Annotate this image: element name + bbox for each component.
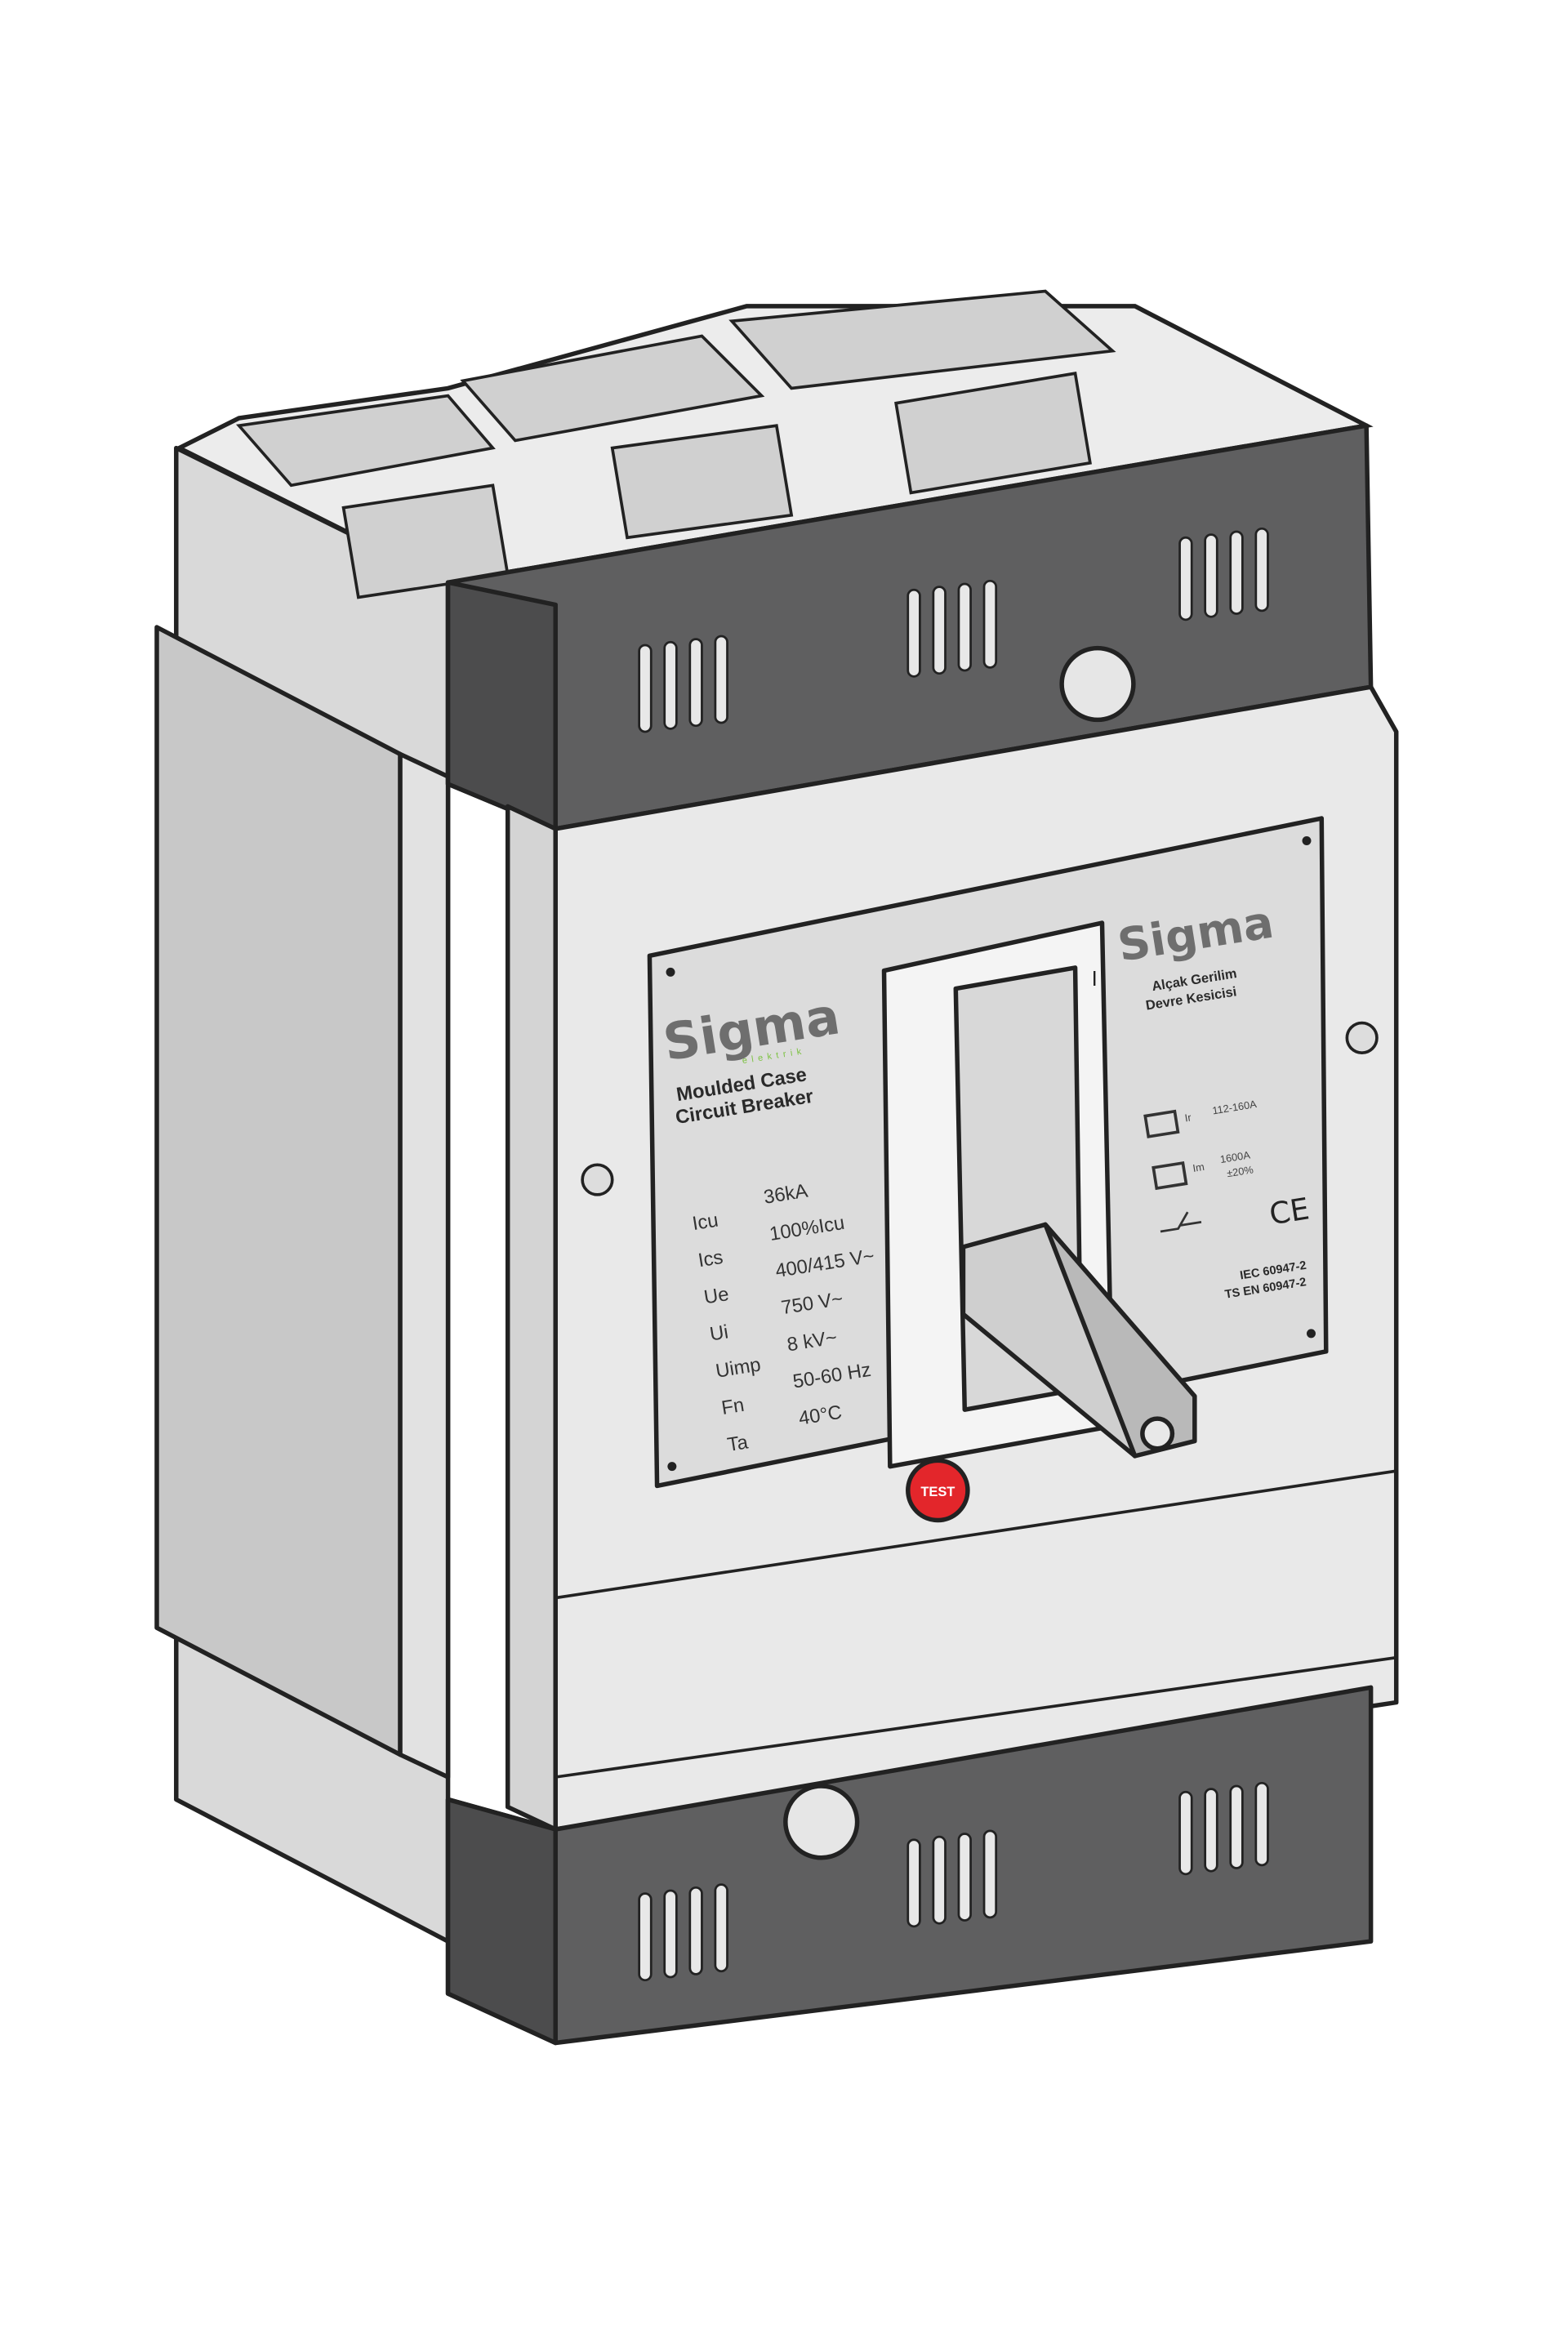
- thermal-trip-icon: [1143, 1109, 1180, 1138]
- thermal-label: Ir: [1184, 1111, 1193, 1124]
- test-button[interactable]: TEST: [906, 1458, 970, 1523]
- test-button-label: TEST: [920, 1485, 955, 1499]
- spec-key: Ui: [708, 1321, 729, 1345]
- spec-key: Ta: [726, 1431, 751, 1456]
- spec-key: Ue: [702, 1283, 730, 1308]
- bottom-screw-hole: [783, 1784, 860, 1860]
- magnetic-trip-icon: [1152, 1160, 1188, 1191]
- spec-key: Icu: [691, 1209, 720, 1236]
- handle-on-mark: I: [1092, 968, 1098, 991]
- operating-handle[interactable]: I: [881, 920, 1197, 1469]
- ce-mark: CE: [1267, 1191, 1312, 1232]
- bottom-vent-slots: [638, 1781, 1269, 1982]
- magnetic-trip-row: Im 1600A ±20%: [1152, 1148, 1254, 1191]
- top-screw-hole: [1059, 645, 1136, 723]
- side-screws: [581, 1021, 1379, 1196]
- magnetic-tolerance: ±20%: [1226, 1163, 1254, 1179]
- spec-key: Fn: [720, 1394, 746, 1419]
- switch-symbol-icon: [1160, 1211, 1202, 1233]
- magnetic-label: Im: [1192, 1160, 1205, 1174]
- top-terminals: [174, 289, 1374, 599]
- magnetic-value: 1600A: [1219, 1148, 1251, 1165]
- breaker-side-panel: [154, 445, 451, 1944]
- spec-key: Ics: [697, 1246, 724, 1272]
- top-vent-slots: [638, 527, 1269, 733]
